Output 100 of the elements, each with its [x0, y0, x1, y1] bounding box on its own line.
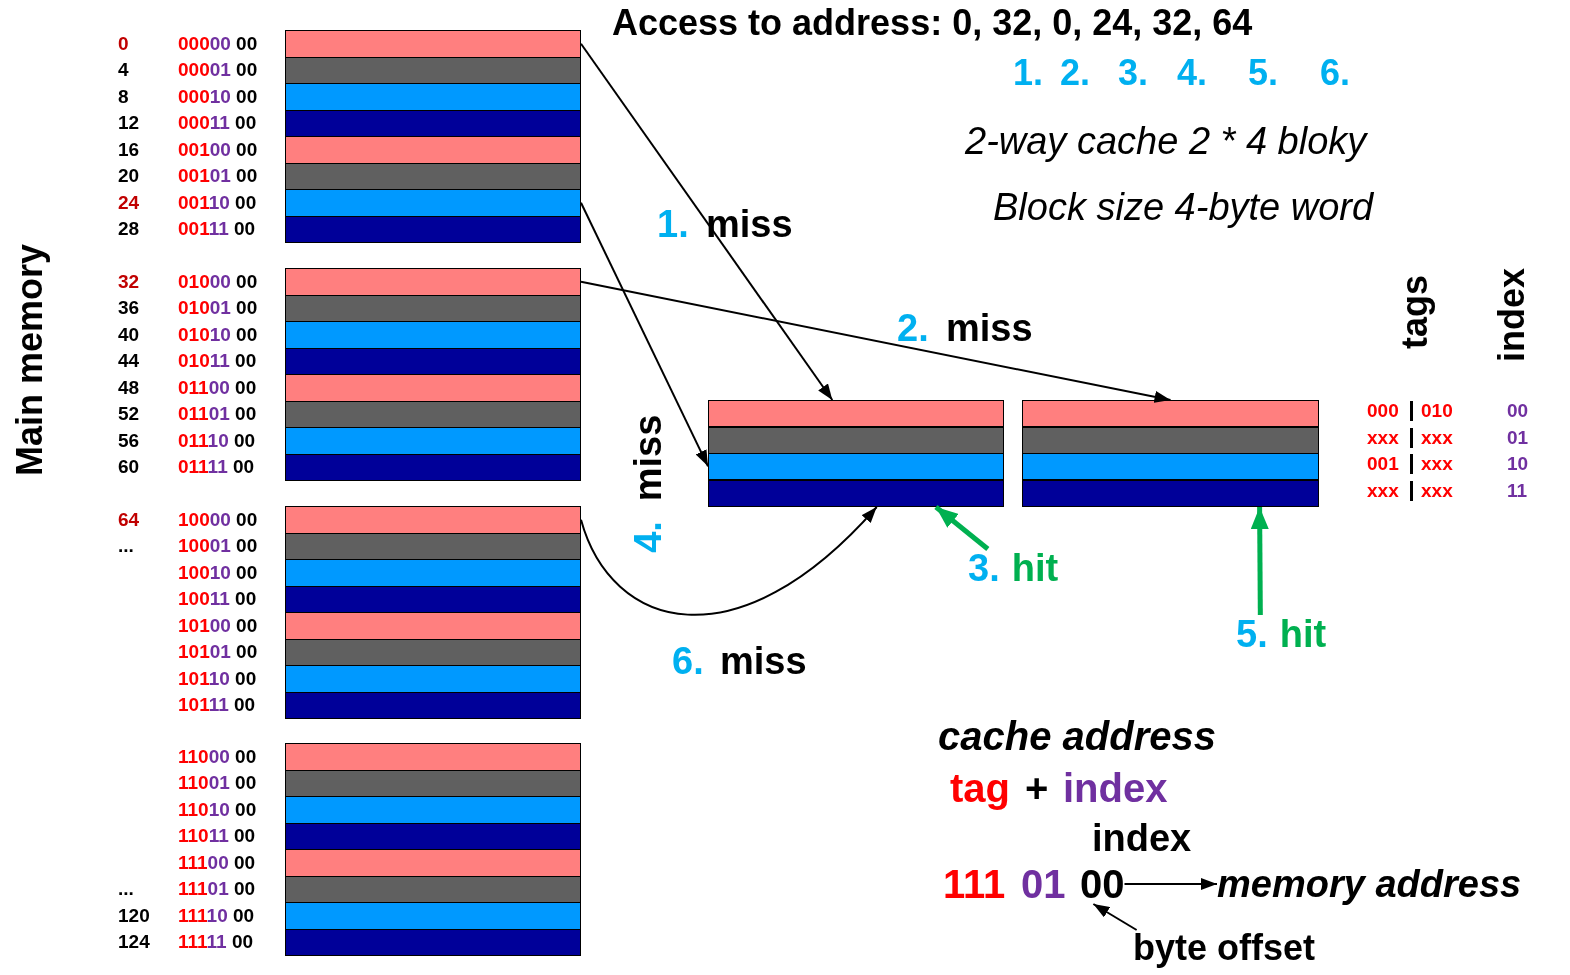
step-number: 2. — [1060, 55, 1091, 91]
diagram-title: Access to address: 0, 32, 0, 24, 32, 64 — [612, 5, 1253, 41]
memory-block — [285, 612, 581, 640]
result-label: 5. hit — [1236, 615, 1327, 653]
address-number: 64 — [118, 509, 140, 530]
address-number: 56 — [118, 430, 140, 451]
memory-block — [285, 928, 581, 956]
memory-block — [285, 769, 581, 797]
binary-address: 11111 00 — [178, 932, 254, 952]
address-number: 32 — [118, 271, 140, 292]
binary-address: 10110 00 — [178, 668, 257, 689]
binary-address: 01100 00 — [178, 377, 257, 398]
address-number: 120 — [118, 905, 150, 926]
plus-sign: + — [1025, 768, 1049, 808]
memory-block — [285, 638, 581, 666]
cache-description: Block size 4-byte word — [993, 188, 1374, 226]
step-number: 6. — [672, 642, 704, 680]
memory-block — [285, 849, 581, 877]
memory-block — [285, 162, 581, 190]
memory-block — [285, 374, 581, 402]
arrow — [934, 505, 990, 551]
memory-block — [285, 189, 581, 217]
tag-value: xxx — [1367, 427, 1399, 447]
memory-block — [285, 506, 581, 534]
memory-block — [285, 585, 581, 613]
memory-block — [285, 559, 581, 587]
binary-address: 10101 00 — [178, 642, 258, 662]
memory-block — [285, 83, 581, 111]
address-number: 60 — [118, 457, 140, 477]
address-number: 52 — [118, 404, 140, 424]
result-label: 3. hit — [968, 549, 1059, 587]
binary-address: 00111 00 — [178, 219, 256, 239]
tag-text: tag — [950, 768, 1010, 808]
arrow — [580, 506, 878, 616]
result-text: miss — [629, 414, 667, 502]
memory-block — [285, 665, 581, 693]
address-number: 20 — [118, 166, 140, 186]
binary-address: 00011 00 — [178, 113, 257, 133]
step-number: 5. — [1248, 55, 1279, 91]
memory-block — [285, 109, 581, 137]
index-value: 00 — [1507, 401, 1529, 420]
arrow — [1250, 507, 1269, 615]
memory-block — [285, 294, 581, 322]
address-number: 0 — [118, 33, 129, 54]
binary-address: 10010 00 — [178, 562, 258, 583]
address-number: ... — [118, 879, 134, 899]
column-heading: tags — [1397, 275, 1433, 349]
cache-way — [1022, 400, 1319, 507]
memory-block — [285, 136, 581, 164]
address-number: 28 — [118, 219, 140, 239]
address-number: 48 — [118, 377, 140, 398]
memory-block — [285, 56, 581, 84]
binary-address: 10111 00 — [178, 695, 256, 715]
tag-value: xxx — [1421, 454, 1453, 473]
caption-text: byte offset — [1133, 930, 1316, 966]
memory-block — [285, 796, 581, 824]
memory-block — [285, 321, 581, 349]
memory-block — [285, 902, 581, 930]
address-number: 12 — [118, 113, 140, 133]
memory-block — [285, 822, 581, 850]
result-text: miss — [706, 205, 793, 243]
step-number: 2. — [897, 309, 929, 347]
arrow — [580, 42, 834, 401]
index-text: index — [1063, 768, 1168, 808]
address-number: 40 — [118, 324, 140, 345]
address-number: ... — [118, 536, 134, 556]
memory-title: Main memory — [12, 243, 48, 477]
tag-value: 010 — [1421, 401, 1453, 420]
address-number: 44 — [118, 351, 140, 371]
leader-line — [1092, 903, 1138, 931]
cache-description: 2-way cache 2 * 4 bloky — [965, 122, 1367, 160]
index-text: index — [1092, 819, 1192, 857]
memory-block — [285, 427, 581, 455]
address-number: 36 — [118, 298, 140, 318]
binary-address: 01010 00 — [178, 324, 258, 345]
caption-text: memory address — [1217, 865, 1522, 903]
tag-value: xxx — [1421, 480, 1453, 500]
arrow — [1123, 878, 1218, 890]
step-number: 6. — [1320, 55, 1351, 91]
binary-address: 01000 00 — [178, 271, 258, 292]
binary-address: 10011 00 — [178, 589, 257, 609]
binary-address: 00101 00 — [178, 166, 258, 186]
binary-address: 01011 00 — [178, 351, 257, 371]
binary-address: 11101 00 — [178, 879, 256, 899]
binary-address: 00001 00 — [178, 60, 258, 80]
result-text: miss — [720, 642, 807, 680]
memory-block — [285, 30, 581, 58]
memory-block — [285, 532, 581, 560]
index-value: 01 — [1507, 427, 1529, 447]
binary-address: 11000 00 — [178, 746, 257, 767]
step-number: 1. — [1013, 55, 1044, 91]
column-heading: index — [1494, 268, 1530, 362]
binary-address: 11011 00 — [178, 826, 256, 846]
memory-block — [285, 453, 581, 481]
step-number: 4. — [1177, 55, 1208, 91]
binary-address: 10000 00 — [178, 509, 258, 530]
offset-bits: 00 — [1080, 864, 1125, 904]
address-number: 4 — [118, 60, 129, 80]
memory-block — [285, 400, 581, 428]
index-bits: 01 — [1021, 864, 1066, 904]
